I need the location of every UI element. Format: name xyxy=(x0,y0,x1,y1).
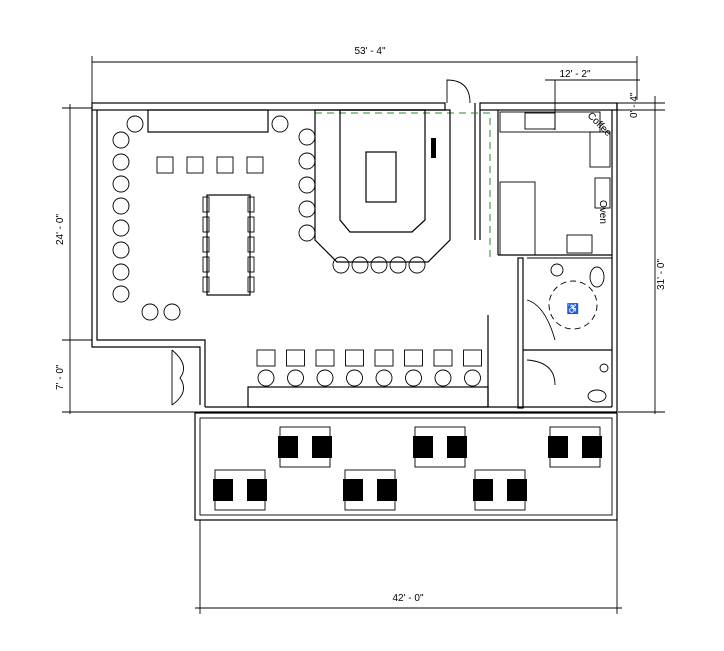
sink-icon xyxy=(550,263,564,277)
island-counter xyxy=(314,109,451,263)
accessible-icon: ♿ xyxy=(567,302,579,315)
patio-chair xyxy=(582,436,602,458)
stool-seat xyxy=(345,349,364,367)
chair xyxy=(464,369,481,387)
dim-kitchen-width-label: 12' - 2" xyxy=(559,69,590,80)
chair xyxy=(247,196,255,213)
patio-chair xyxy=(507,479,527,501)
patio xyxy=(194,412,618,521)
chair xyxy=(298,224,316,242)
bar-counter xyxy=(247,386,489,408)
entry-door[interactable] xyxy=(171,349,185,406)
kitchen: Oven Coffee xyxy=(499,110,614,256)
patio-chair xyxy=(413,436,433,458)
patio-chair xyxy=(343,479,363,501)
stool-seat xyxy=(286,349,305,367)
chair xyxy=(332,256,350,274)
toilet-icon xyxy=(587,389,607,403)
chair xyxy=(434,369,452,387)
chair xyxy=(141,303,159,321)
patio-chair xyxy=(278,436,298,458)
chair xyxy=(202,236,210,253)
stool-seat xyxy=(404,349,423,367)
communal-table xyxy=(206,194,251,296)
chair xyxy=(112,197,130,215)
table xyxy=(186,156,204,174)
restroom-door-1[interactable] xyxy=(526,299,556,341)
dim-overall-depth-label: 31' - 0" xyxy=(656,259,667,290)
dim-dining-depth-label: 24' - 0" xyxy=(55,214,66,245)
dimension-wall-offset: 0' - 4" xyxy=(612,92,665,118)
chair xyxy=(389,256,407,274)
chair xyxy=(298,128,316,146)
chair xyxy=(370,256,388,274)
chair xyxy=(405,369,422,387)
dim-entry-depth-label: 7' - 0" xyxy=(55,364,66,390)
espresso-station xyxy=(365,151,397,203)
patio-chair xyxy=(473,479,493,501)
stool-seat xyxy=(374,349,394,367)
register-icon xyxy=(431,138,436,158)
chair xyxy=(408,256,426,274)
chair xyxy=(298,152,316,170)
dim-overall-width-label: 53' - 4" xyxy=(354,46,385,57)
chair xyxy=(247,216,255,233)
dim-patio-width-label: 42' - 0" xyxy=(392,593,423,604)
chair xyxy=(298,176,316,194)
dimension-overall-width: 53' - 4" xyxy=(91,46,638,108)
hidden-lines xyxy=(315,112,491,260)
chair xyxy=(202,196,210,213)
stool-seat xyxy=(256,349,276,367)
restroom-door-2[interactable] xyxy=(526,359,556,386)
top-bench xyxy=(147,109,269,133)
table xyxy=(246,156,264,174)
chair xyxy=(112,175,130,193)
chair xyxy=(202,216,210,233)
oven-label: Oven xyxy=(597,200,608,224)
chair xyxy=(247,236,255,253)
chair xyxy=(287,369,304,387)
stool-seat xyxy=(463,349,482,367)
chair xyxy=(202,276,210,293)
dimension-overall-depth: 31' - 0" xyxy=(618,96,667,414)
patio-chair xyxy=(312,436,332,458)
dimension-left: 24' - 0" 7' - 0" xyxy=(55,104,200,414)
sink-icon xyxy=(599,363,609,373)
stool-seat xyxy=(433,349,453,367)
stool-seat xyxy=(315,349,335,367)
patio-chair xyxy=(247,479,267,501)
chair xyxy=(247,276,255,293)
chair xyxy=(257,369,275,387)
toilet-icon xyxy=(589,266,605,288)
chair xyxy=(298,200,316,218)
patio-chair xyxy=(447,436,467,458)
sink-icon xyxy=(524,112,556,130)
top-door[interactable] xyxy=(446,79,471,104)
chair xyxy=(375,369,393,387)
chair xyxy=(346,369,363,387)
prep-table xyxy=(499,181,536,256)
chair xyxy=(126,115,144,133)
chair xyxy=(112,285,130,303)
chair xyxy=(202,256,210,273)
patio-chair xyxy=(213,479,233,501)
chair xyxy=(271,115,289,133)
chair xyxy=(112,153,130,171)
patio-chair xyxy=(377,479,397,501)
chair xyxy=(316,369,334,387)
chair xyxy=(112,263,130,281)
patio-chair xyxy=(548,436,568,458)
chair xyxy=(112,241,130,259)
dim-wall-offset-label: 0' - 4" xyxy=(629,92,640,118)
chair xyxy=(247,256,255,273)
chair xyxy=(351,256,369,274)
chair xyxy=(112,219,130,237)
coffee-label: Coffee xyxy=(585,110,614,139)
table xyxy=(216,156,234,174)
chair xyxy=(112,131,130,149)
dimension-patio-width: 42' - 0" xyxy=(195,520,622,614)
restrooms: ♿ xyxy=(548,263,609,403)
chair xyxy=(163,303,181,321)
table xyxy=(156,156,174,174)
